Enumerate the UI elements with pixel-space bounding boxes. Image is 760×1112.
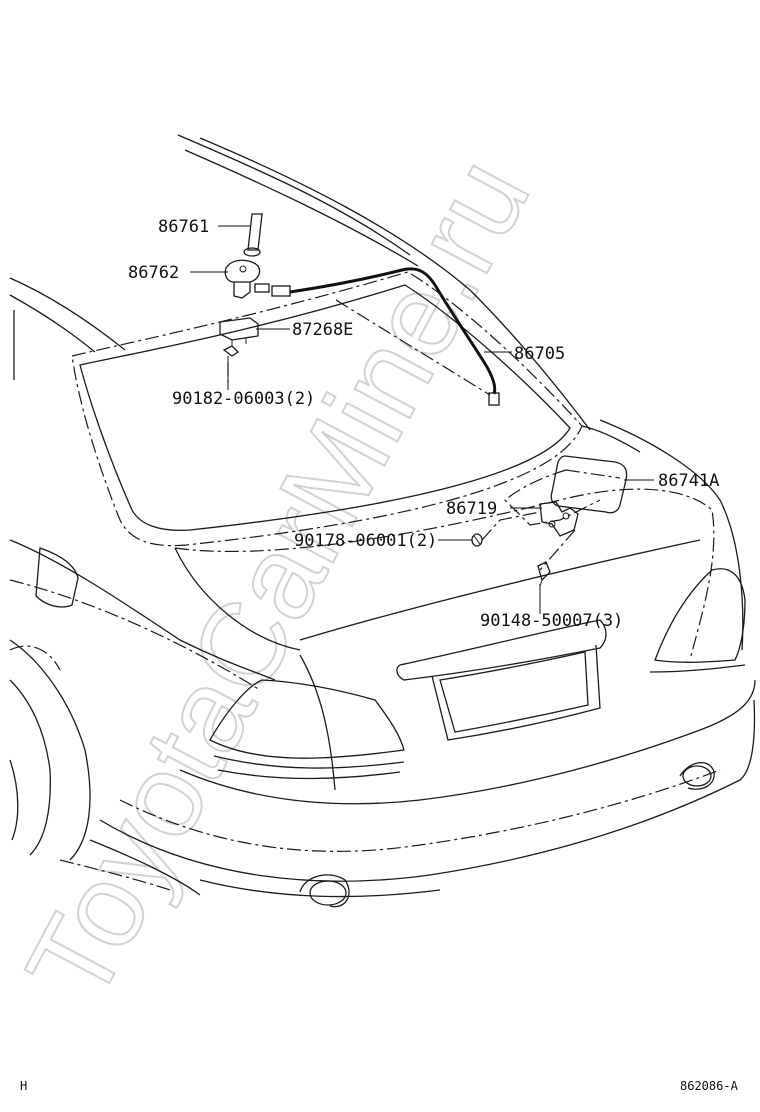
clip-part [537,561,551,587]
car-body-outline [9,134,756,908]
cable-connector [488,392,500,406]
part-label-86705[interactable]: 86705 [514,344,565,364]
watermark-text: ToyotaCarMine.ru [1,138,555,1022]
bolt-part [222,345,240,362]
part-label-90178-06001[interactable]: 90178-06001(2) [294,531,437,551]
corner-letter: H [20,1079,27,1093]
part-label-86762[interactable]: 86762 [128,263,179,283]
antenna-cable [289,267,497,395]
figure-code: 862086-A [680,1079,739,1093]
part-label-90148-50007[interactable]: 90148-50007(3) [480,611,623,631]
antenna-mast-part [243,213,263,257]
part-label-86719[interactable]: 86719 [446,499,497,519]
antenna-base-part [224,259,291,299]
lamp-bracket-part [539,501,579,537]
part-label-86741a[interactable]: 86741A [658,471,719,491]
leader-lines [190,225,654,614]
nut-part [471,533,483,547]
part-label-86761[interactable]: 86761 [158,217,209,237]
high-mount-stop-lamp-part [550,455,628,514]
antenna-amplifier-part [219,317,259,346]
part-label-87268e[interactable]: 87268E [292,320,353,340]
part-label-90182-06003[interactable]: 90182-06003(2) [172,389,315,409]
part-labels: 86761 86762 87268E 90182-06003(2) 86705 … [128,217,719,631]
